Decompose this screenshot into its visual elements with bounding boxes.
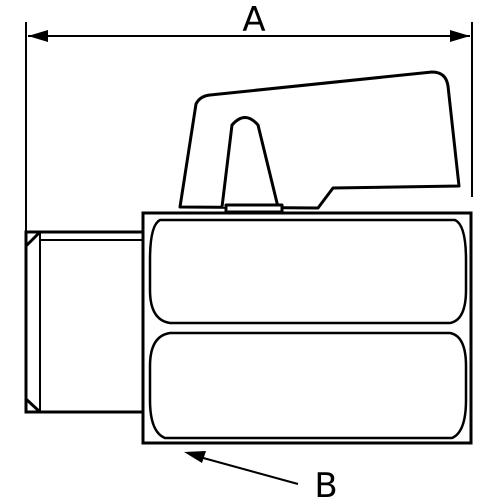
valve-body [141,211,473,445]
dimension-line-a [28,30,470,42]
leader-arrow-b [184,451,299,485]
callout-label-b: B [314,466,337,500]
dimension-label-a: A [242,0,265,40]
valve-handle [178,70,461,214]
male-threaded-end [24,230,145,414]
